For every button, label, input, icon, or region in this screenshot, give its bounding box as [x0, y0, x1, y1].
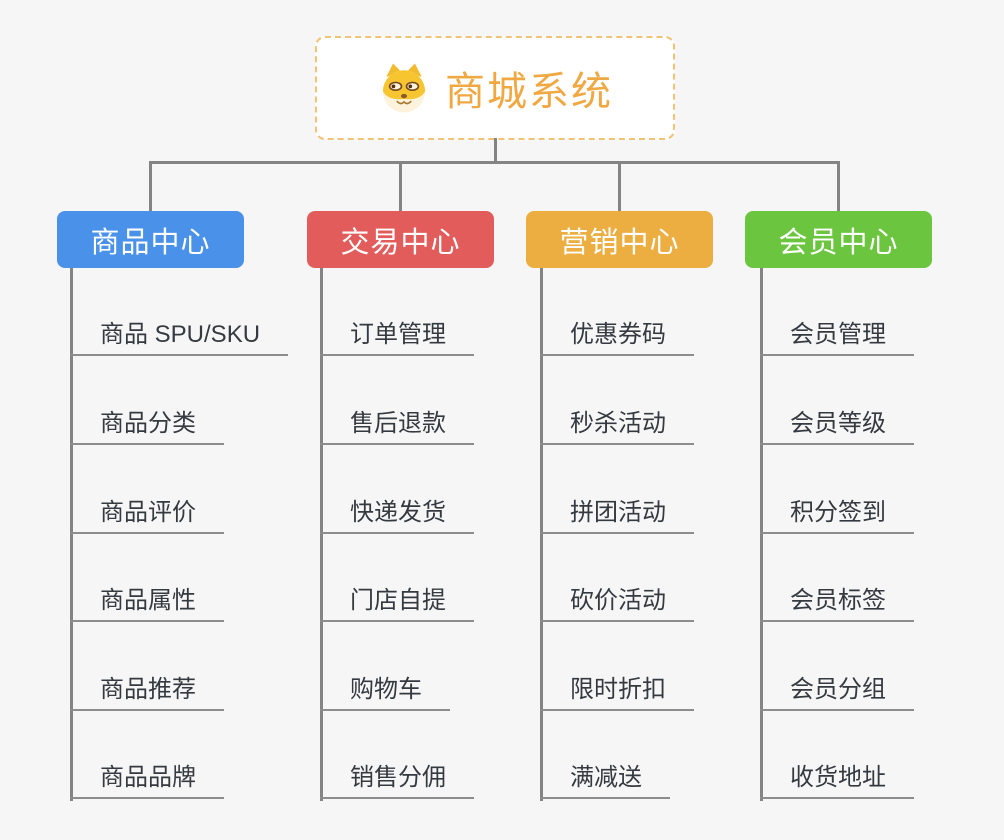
branch-header-trade-center[interactable]: 交易中心 — [307, 211, 494, 268]
child-node[interactable]: 收货地址 — [760, 759, 914, 799]
child-node[interactable]: 商品推荐 — [70, 671, 224, 711]
connector-root-stub — [494, 138, 497, 164]
branch-spine-trade — [320, 268, 323, 801]
child-node[interactable]: 售后退款 — [320, 405, 474, 445]
child-node[interactable]: 商品品牌 — [70, 759, 224, 799]
connector-drop-member — [837, 161, 840, 211]
branch-header-member-center[interactable]: 会员中心 — [745, 211, 932, 268]
branch-spine-product — [70, 268, 73, 801]
child-node[interactable]: 限时折扣 — [540, 671, 694, 711]
branch-header-marketing-center[interactable]: 营销中心 — [526, 211, 713, 268]
child-node[interactable]: 会员分组 — [760, 671, 914, 711]
shiba-dog-icon — [377, 61, 431, 115]
child-node[interactable]: 商品 SPU/SKU — [70, 316, 289, 356]
connector-drop-product — [149, 161, 152, 211]
child-node[interactable]: 订单管理 — [320, 316, 474, 356]
child-node[interactable]: 积分签到 — [760, 494, 914, 534]
child-node[interactable]: 商品分类 — [70, 405, 224, 445]
branch-spine-member — [760, 268, 763, 801]
child-node[interactable]: 秒杀活动 — [540, 405, 694, 445]
child-node[interactable]: 购物车 — [320, 671, 450, 711]
child-node[interactable]: 会员标签 — [760, 582, 914, 622]
child-node[interactable]: 拼团活动 — [540, 494, 694, 534]
child-node[interactable]: 砍价活动 — [540, 582, 694, 622]
child-node[interactable]: 优惠券码 — [540, 316, 694, 356]
child-node[interactable]: 商品属性 — [70, 582, 224, 622]
connector-drop-trade — [399, 161, 402, 211]
branch-header-product-center[interactable]: 商品中心 — [57, 211, 244, 268]
child-node[interactable]: 门店自提 — [320, 582, 474, 622]
child-node[interactable]: 快递发货 — [320, 494, 474, 534]
child-node[interactable]: 会员等级 — [760, 405, 914, 445]
root-label: 商城系统 — [445, 70, 613, 114]
connector-drop-marketing — [618, 161, 621, 211]
child-node[interactable]: 满减送 — [540, 759, 670, 799]
child-node[interactable]: 会员管理 — [760, 316, 914, 356]
child-node[interactable]: 销售分佣 — [320, 759, 474, 799]
child-node[interactable]: 商品评价 — [70, 494, 224, 534]
connector-bus — [149, 161, 840, 164]
branch-spine-marketing — [540, 268, 543, 801]
root-node[interactable]: 商城系统 — [315, 36, 675, 140]
